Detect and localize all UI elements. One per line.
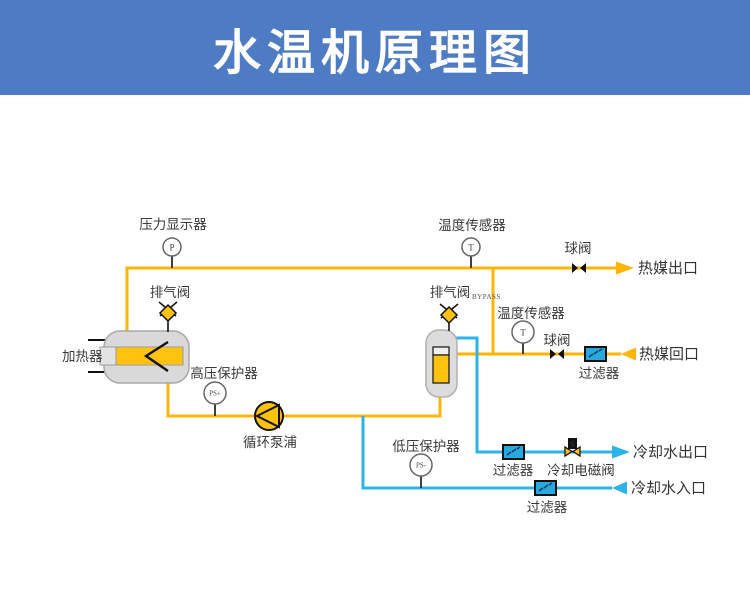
cooling-in-port-label: 冷却水入口	[631, 480, 706, 497]
filter-icon	[584, 346, 607, 362]
filter-icon	[502, 444, 525, 460]
flow-arrow-left-icon	[612, 481, 627, 495]
solenoid-valve-icon	[571, 445, 581, 458]
pressure-gauge-icon	[162, 237, 182, 257]
bypass-label: BYPASS	[472, 293, 501, 301]
heater-label: 加热器	[62, 349, 103, 364]
pressure-switch-icon	[409, 453, 433, 477]
ball-valve-label: 球阀	[544, 333, 571, 348]
temp-sensor-supply: T 温度传感器	[438, 217, 506, 268]
pressure-display: P 压力显示器	[139, 217, 207, 268]
high-pressure-protector: PS+ 高压保护器	[190, 365, 258, 416]
filter-label: 过滤器	[493, 463, 534, 478]
expansion-tank	[425, 329, 458, 398]
solenoid-coil-icon	[568, 438, 577, 449]
tank-level-gap	[432, 346, 450, 356]
tank-water-level	[432, 354, 450, 384]
temp-sensor-icon	[511, 320, 535, 344]
heater-element-chevron	[143, 340, 169, 372]
pump-circulation-pipe	[166, 383, 442, 418]
solenoid-valve-label: 冷却电磁阀	[547, 463, 615, 478]
ball-valve-icon	[558, 349, 564, 359]
hot-return-port-label: 热媒回口	[639, 346, 699, 363]
filter-icon	[534, 480, 557, 496]
exhaust-valve-label: 排气阀	[430, 285, 471, 300]
hp-protector-label: 高压保护器	[190, 365, 258, 381]
page-title: 水温机原理图	[212, 26, 537, 80]
ball-valve-icon	[580, 263, 586, 273]
pressure-switch-icon	[203, 381, 227, 405]
exhaust-valve-label: 排气阀	[150, 285, 191, 300]
hp-switch-letter: PS+	[209, 390, 221, 398]
schematic-diagram: 加热器 排气阀 P 压力显示器 T 温度传感器 球阀	[62, 217, 708, 515]
hot-water-piping	[125, 266, 621, 418]
heater: 加热器	[62, 330, 190, 384]
hot-outlet-branch: 球阀 热媒出口	[565, 241, 699, 277]
heater-element-cap	[99, 346, 117, 366]
lp-protector-label: 低压保护器	[392, 439, 460, 454]
filter-mesh-marks	[506, 446, 521, 456]
solenoid-coil-mark: S	[570, 440, 574, 449]
ball-valve-label: 球阀	[565, 241, 592, 256]
filter-label: 过滤器	[579, 366, 620, 381]
exhaust-valve-icon	[158, 303, 178, 323]
flow-arrow-right-icon	[616, 261, 634, 275]
cooling-inlet-pipe	[361, 416, 612, 490]
temp-sensor-letter: T	[468, 243, 474, 253]
filter-label: 过滤器	[527, 500, 568, 515]
hot-supply-pipe	[125, 266, 616, 332]
pump-impeller-triangle	[254, 403, 280, 429]
temp-sensor-label: 温度传感器	[497, 305, 565, 321]
title-banner: 水温机原理图	[0, 0, 750, 95]
pump-label: 循环泵浦	[243, 435, 297, 450]
lp-switch-letter: PS-	[416, 462, 427, 470]
hot-out-port-label: 热媒出口	[638, 260, 698, 277]
cooling-outlet-pipe	[456, 336, 612, 454]
cooling-water-piping	[361, 336, 612, 490]
filter-mesh-marks	[538, 482, 553, 492]
exhaust-valve-tank: 排气阀 BYPASS	[430, 285, 501, 331]
exhaust-valve-heater: 排气阀	[150, 285, 191, 332]
solenoid-valve-icon	[564, 445, 574, 458]
ball-valve-icon	[572, 263, 578, 273]
hot-return-branch: 球阀 过滤器 热媒回口	[544, 333, 700, 381]
pressure-display-label: 压力显示器	[139, 217, 207, 232]
cooling-outlet-branch: 过滤器 S 冷却电磁阀 冷却水出口	[493, 438, 708, 478]
low-pressure-protector: PS- 低压保护器	[392, 439, 460, 488]
filter-mesh-marks	[588, 348, 603, 358]
circulation-pump: 循环泵浦	[243, 401, 297, 450]
flow-arrow-right-icon	[612, 445, 630, 459]
cooling-out-port-label: 冷却水出口	[633, 444, 708, 461]
cooling-inlet-branch: 过滤器 冷却水入口	[527, 480, 706, 515]
temp-sensor-letter: T	[520, 328, 526, 338]
ball-valve-icon	[550, 349, 556, 359]
exhaust-valve-icon	[439, 305, 459, 325]
flow-arrow-left-icon	[621, 347, 636, 361]
pressure-gauge-letter: P	[169, 243, 174, 253]
temp-sensor-label: 温度传感器	[438, 217, 506, 233]
temp-sensor-icon	[461, 237, 481, 257]
temp-sensor-return: T 温度传感器	[497, 305, 565, 354]
